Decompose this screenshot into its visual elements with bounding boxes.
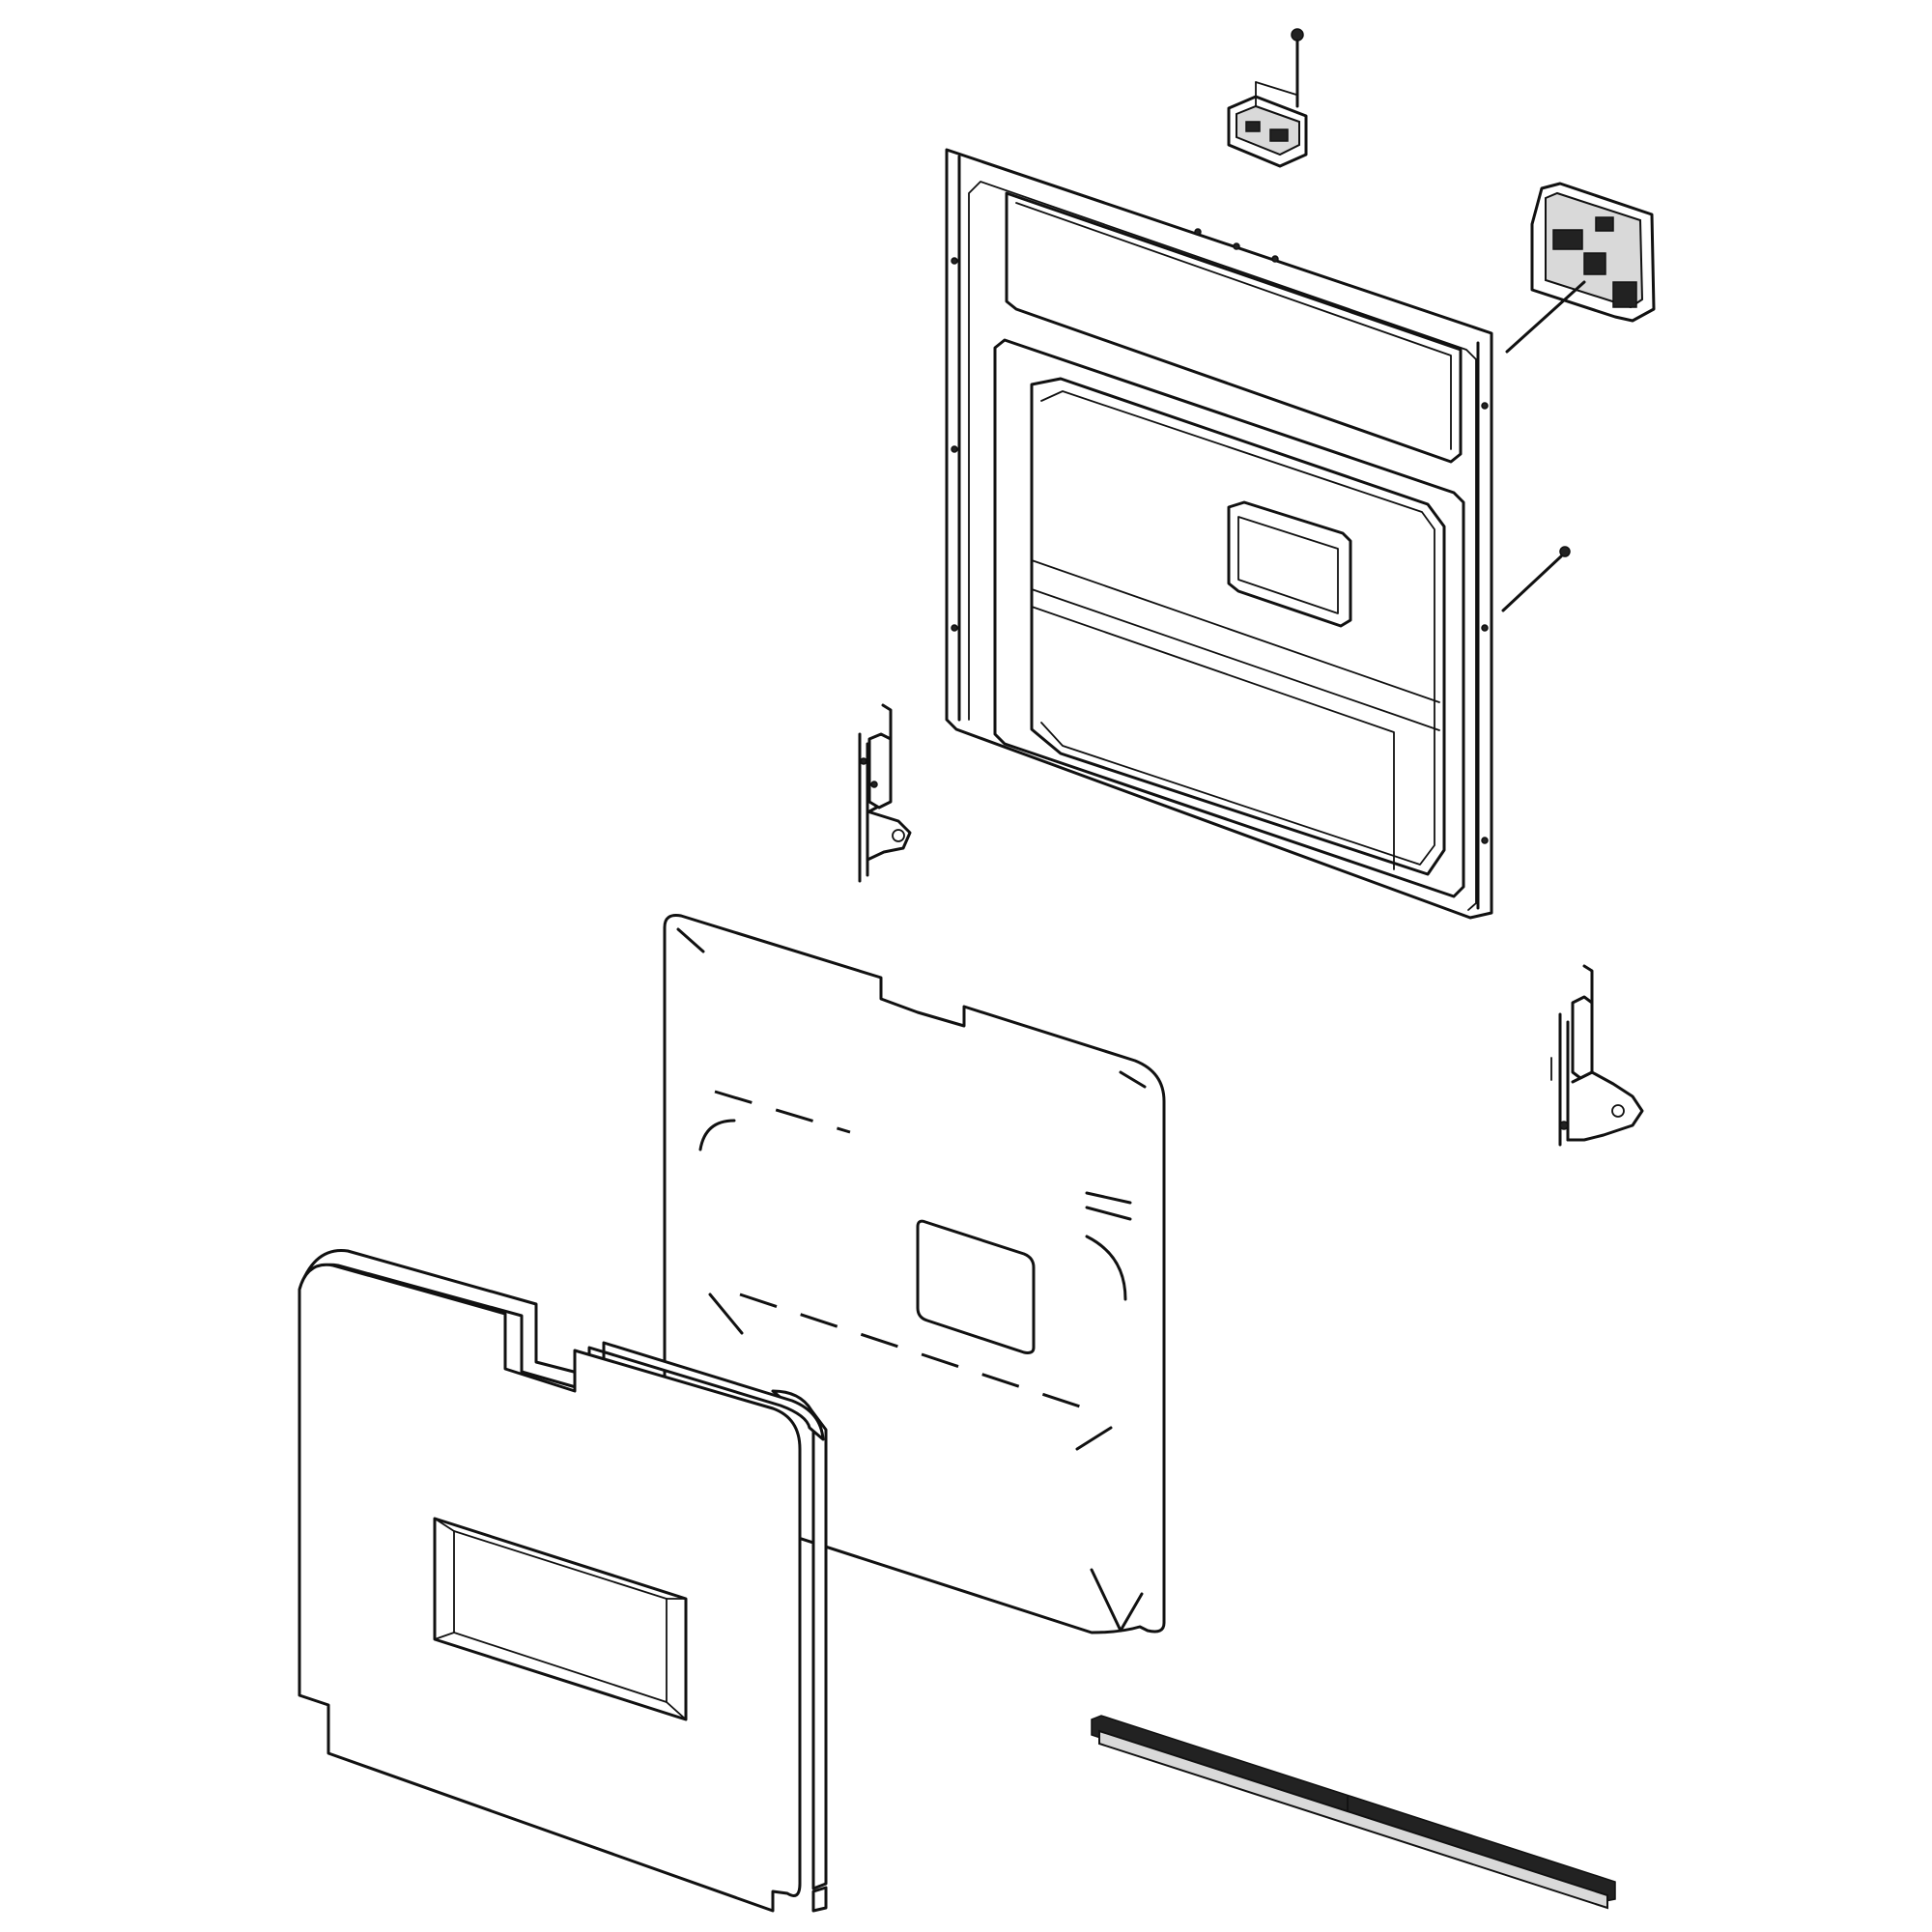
door-gasket-strip[interactable] <box>1091 1715 1616 1910</box>
left-door-hinge[interactable] <box>858 703 912 883</box>
right-door-hinge[interactable] <box>1550 964 1644 1147</box>
outer-door-panel[interactable] <box>298 1249 828 1913</box>
door-latch[interactable] <box>1227 81 1308 168</box>
mounting-screw[interactable] <box>1501 546 1571 612</box>
control-module[interactable] <box>1505 182 1656 354</box>
door-latch-screw[interactable] <box>1291 28 1304 108</box>
inner-door-panel[interactable] <box>945 148 1493 920</box>
